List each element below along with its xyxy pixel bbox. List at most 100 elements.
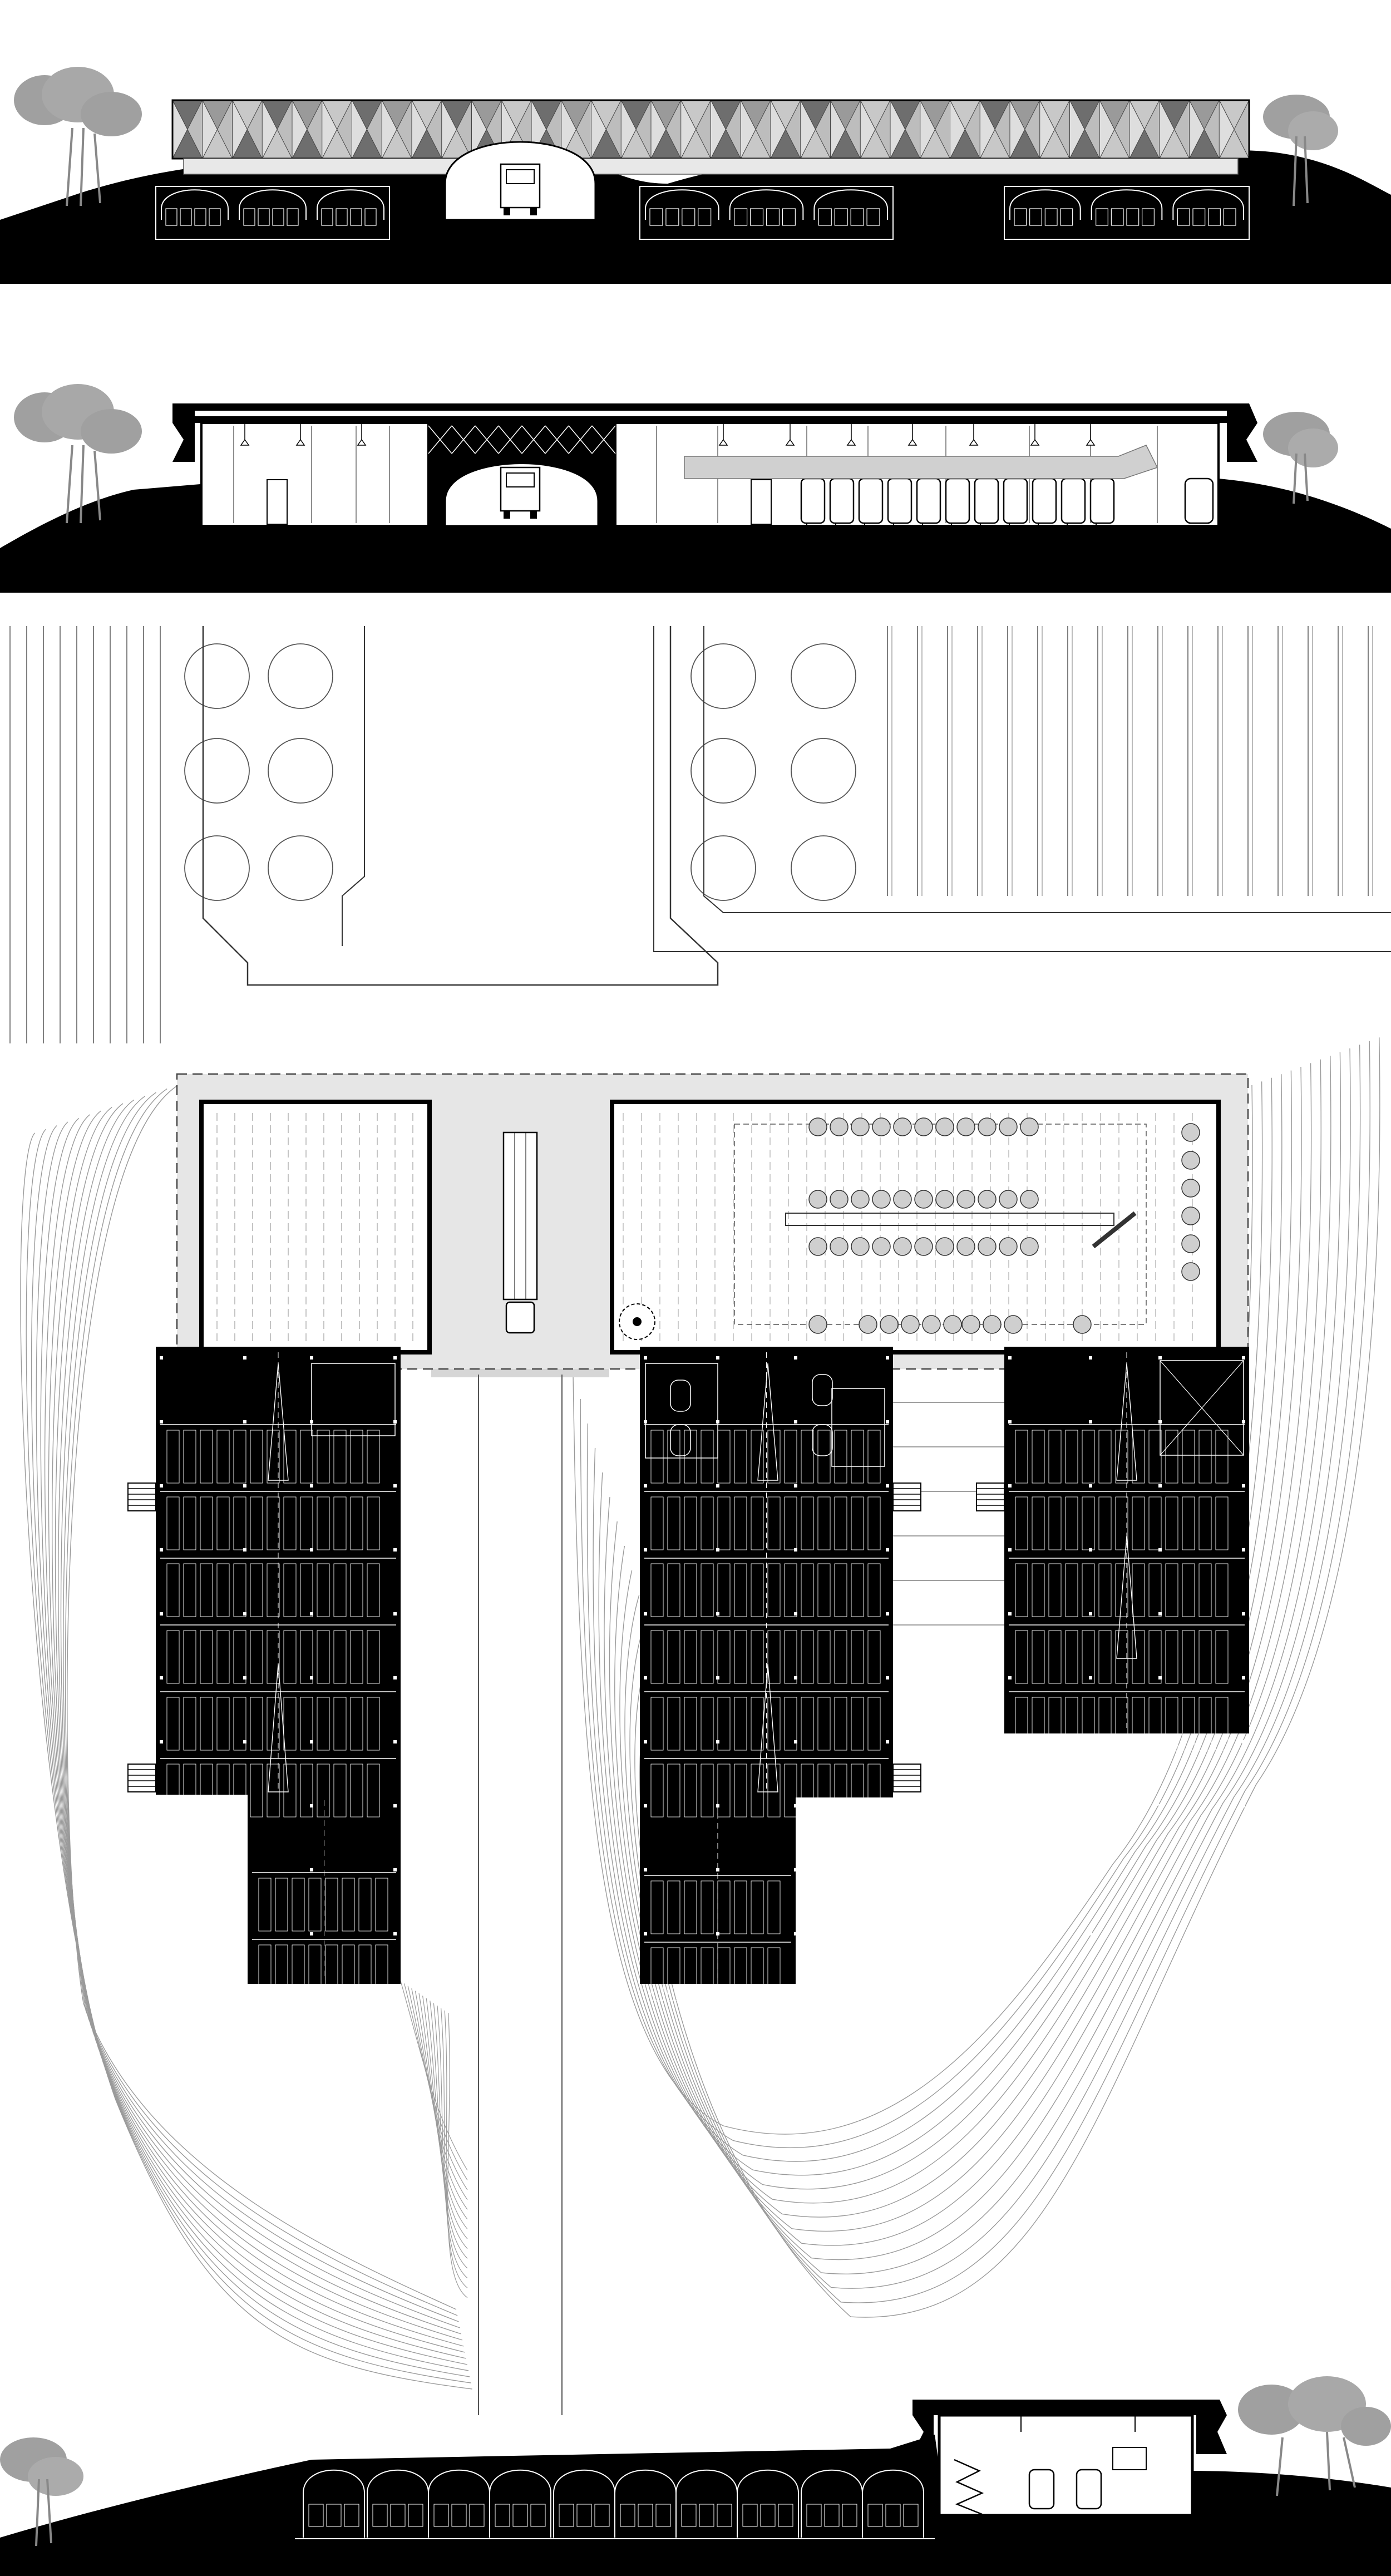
pillar [243, 1740, 246, 1743]
pillar [1242, 1868, 1245, 1871]
cask-rack [258, 1878, 272, 1932]
barrel-icon [956, 1190, 975, 1209]
pillar [886, 1804, 889, 1807]
cask-rack [166, 1764, 180, 1818]
cask-rack [1148, 1630, 1162, 1684]
pillar [160, 1676, 163, 1679]
contour-line [598, 1070, 1293, 2190]
barrel-icon [830, 1117, 849, 1136]
facade-triangle [711, 100, 726, 159]
pillar [1008, 1804, 1012, 1807]
cask-rack [1215, 1563, 1229, 1617]
pillar [716, 1868, 719, 1871]
cask-rack [701, 1563, 714, 1617]
cask-rack [1082, 1630, 1095, 1684]
cask-rack [767, 1947, 781, 2001]
pillar [1242, 1676, 1245, 1679]
door [751, 479, 772, 525]
cask-rack [1165, 1496, 1178, 1550]
tree-circle [268, 643, 333, 709]
pillar [716, 1484, 719, 1488]
barrel-rows [808, 1117, 1200, 1334]
fermentation-tanks [800, 477, 1115, 526]
pillar [160, 1868, 163, 1871]
tank-icon [1003, 477, 1028, 524]
pillar [393, 1868, 397, 1871]
tree-circles [184, 643, 856, 901]
pillar [1008, 1420, 1012, 1424]
facade-triangle [441, 100, 457, 159]
contour-line [586, 1077, 1272, 2162]
cask-rack [287, 208, 299, 226]
pillar [1158, 1676, 1162, 1679]
cask-rack [834, 208, 848, 226]
section-ground [0, 479, 1391, 593]
cask-rack [350, 1563, 363, 1617]
barrel-icon [872, 1117, 891, 1136]
cask-rack [801, 1630, 814, 1684]
cask-rack [243, 208, 255, 226]
barrel-icon [872, 1190, 891, 1209]
cross-ground [0, 2435, 1391, 2576]
cask-rack [701, 1947, 714, 2001]
cask-rack [650, 1563, 664, 1617]
truck-icon [500, 466, 541, 519]
cask-rack [1082, 1430, 1095, 1484]
pillar [310, 1932, 313, 1935]
pillar [393, 1420, 397, 1424]
tank-icon [887, 477, 912, 524]
vault-arch [614, 2469, 677, 2538]
cask-rack [817, 1563, 831, 1617]
pillar [310, 1868, 313, 1871]
pillar [794, 1356, 797, 1360]
contour-line [422, 1996, 468, 2229]
contour-line [444, 2010, 468, 2288]
cask-rack [834, 1764, 847, 1818]
cask-rack [216, 1496, 230, 1550]
cask-rack [851, 1496, 864, 1550]
pillar [794, 1804, 797, 1807]
cask-rack [684, 1880, 697, 1934]
hall-right [610, 1100, 1221, 1355]
vineyard-rows-right [887, 626, 1373, 896]
stair-icon [892, 1482, 921, 1511]
pillar [1089, 1548, 1092, 1551]
contour-line [614, 1059, 1321, 2232]
cask-rack [734, 1430, 747, 1484]
tree-icon [1263, 95, 1338, 206]
cask-rack [200, 1697, 213, 1751]
cask-rack [751, 1630, 764, 1684]
barrel-icon [999, 1237, 1018, 1256]
contour-line [447, 2013, 468, 2298]
barrel-icon [808, 1117, 827, 1136]
cask-rack [867, 1764, 881, 1818]
lamp-shade [295, 439, 305, 446]
cask-rack [850, 208, 864, 226]
cask-rack [1060, 208, 1073, 226]
vault-arch [317, 189, 384, 220]
pavilion-room [938, 2414, 1194, 2517]
pillar [310, 1612, 313, 1615]
cask-rack [650, 1947, 664, 2001]
cask-rack [325, 1878, 338, 1932]
tree-circle [268, 835, 333, 901]
pillar [794, 1676, 797, 1679]
cask-rack [1198, 1496, 1212, 1550]
vault-arch [813, 189, 888, 220]
pillar [1008, 1932, 1012, 1935]
cask-rack [851, 1697, 864, 1751]
tank-icon [1028, 2469, 1055, 2510]
cask-rack [333, 1430, 347, 1484]
access-road [703, 626, 1391, 913]
cask-rack [767, 1880, 781, 1934]
pillar [644, 1676, 647, 1679]
cask-rack [250, 1563, 263, 1617]
cask-rack [350, 1496, 363, 1550]
pillar [1158, 1548, 1162, 1551]
vault-arch [1172, 189, 1244, 220]
cask-rack [867, 1697, 881, 1751]
cask-rack [667, 1430, 680, 1484]
tree-circle [791, 835, 856, 901]
cask-rack [1032, 1496, 1045, 1550]
